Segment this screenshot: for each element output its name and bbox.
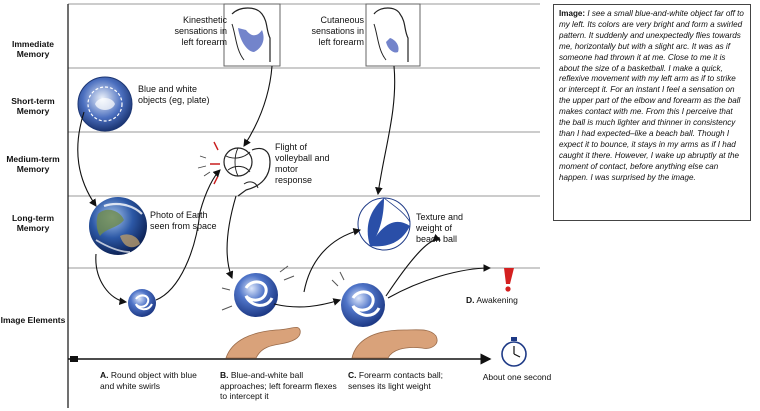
caption-b-text: Blue-and-white ball approaches; left for… (220, 370, 337, 401)
forearm-b (225, 326, 301, 359)
caption-b-letter: B. (220, 370, 229, 380)
caption-d-text: Awakening (476, 295, 518, 305)
volleyball-label: Flight of volleyball and motor response (275, 142, 330, 185)
narrative-text: I see a small blue-and-white object far … (559, 9, 744, 182)
ball-a (128, 289, 156, 317)
caption-d-letter: D. (466, 295, 475, 305)
caption-a-text: Round object with blue and white swirls (100, 370, 197, 391)
beach-ball-image (357, 197, 411, 251)
row-label-medium-term: Medium-term Memory (6, 154, 60, 174)
caption-d: D. Awakening (466, 295, 536, 306)
row-label-short-term: Short-term Memory (11, 96, 55, 116)
beach-ball-label: Texture and weight of beach ball (416, 212, 464, 244)
row-dividers (68, 3, 540, 269)
row-label-image-elements: Image Elements (0, 315, 66, 325)
blue-white-label: Blue and white objects (eg, plate) (138, 84, 210, 105)
caption-a: A. Round object with blue and white swir… (100, 370, 210, 391)
stopwatch-icon (501, 337, 527, 367)
ball-b (221, 265, 295, 317)
kinesthetic-arm-sketch (223, 3, 281, 67)
earth-label: Photo of Earth seen from space (150, 210, 217, 231)
ball-c (331, 271, 385, 327)
narrative-lead: Image: (559, 9, 586, 18)
forearm-c (351, 329, 438, 359)
row-label-immediate: Immediate Memory (11, 39, 55, 59)
kinesthetic-label: Kinesthetic sensations in left forearm (174, 15, 227, 47)
blue-plate-image (77, 76, 133, 132)
caption-c-letter: C. (348, 370, 357, 380)
earth-image (89, 197, 147, 255)
caption-c-text: Forearm contacts ball; senses its light … (348, 370, 443, 391)
caption-b: B. Blue-and-white ball approaches; left … (220, 370, 346, 402)
row-label-long-term: Long-term Memory (11, 213, 55, 233)
connection-arrows (77, 65, 492, 308)
caption-c: C. Forearm contacts ball; senses its lig… (348, 370, 460, 391)
narrative-box: Image: I see a small blue-and-white obje… (553, 4, 751, 221)
time-axis (68, 353, 492, 365)
cutaneous-label: Cutaneous sensations in left forearm (311, 15, 364, 47)
caption-a-letter: A. (100, 370, 109, 380)
exclamation-icon (504, 268, 514, 292)
timer-label: About one second (482, 372, 552, 382)
cutaneous-arm-sketch (365, 3, 421, 67)
